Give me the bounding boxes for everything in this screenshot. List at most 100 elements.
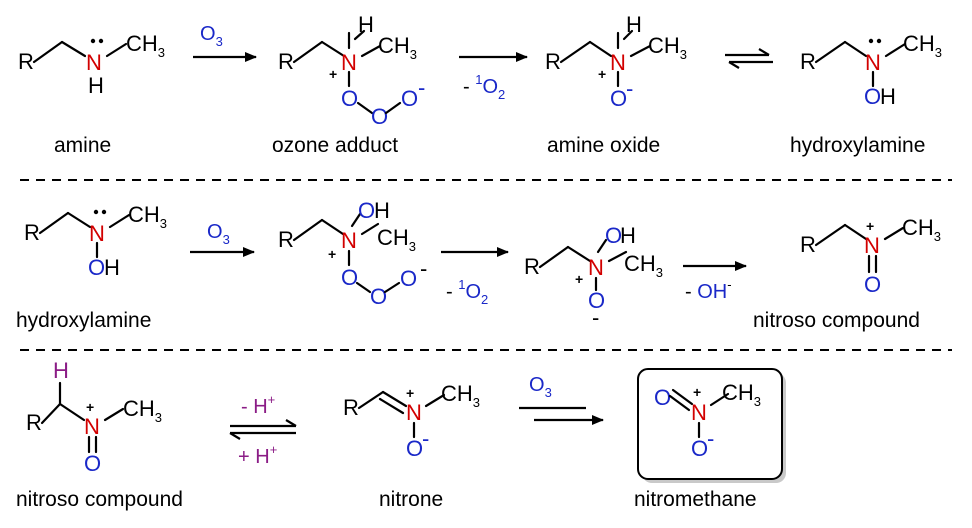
svg-text:CH3: CH3 bbox=[722, 380, 761, 409]
svg-text:+: + bbox=[329, 66, 337, 82]
svg-text:N: N bbox=[341, 228, 357, 253]
label-nitrone: nitrone bbox=[379, 488, 443, 511]
svg-text:H: H bbox=[53, 358, 69, 383]
amine-structure: R N CH3 H bbox=[18, 31, 165, 98]
label-nitroso-compound-row2: nitroso compound bbox=[753, 309, 920, 332]
svg-text:O: O bbox=[691, 436, 708, 461]
svg-text:O: O bbox=[341, 265, 358, 290]
svg-text:CH3: CH3 bbox=[377, 225, 416, 254]
label-nitromethane: nitromethane bbox=[634, 488, 757, 511]
hydrogen-atom: H bbox=[88, 73, 104, 98]
svg-text:O: O bbox=[610, 86, 627, 111]
svg-text:CH3: CH3 bbox=[648, 33, 687, 62]
svg-text:O: O bbox=[654, 385, 671, 410]
protonation-label: + H+ bbox=[238, 442, 277, 468]
equilibrium-arrow-1 bbox=[725, 48, 773, 69]
product-box bbox=[637, 368, 783, 480]
label-nitroso-compound-row3: nitroso compound bbox=[16, 488, 183, 511]
r-group: R bbox=[18, 49, 34, 74]
svg-text:O: O bbox=[84, 451, 101, 476]
amine-oxide-structure: R N + H CH3 O - bbox=[545, 12, 687, 111]
svg-text:O: O bbox=[588, 288, 605, 313]
svg-text:N: N bbox=[84, 414, 100, 439]
svg-text:+: + bbox=[575, 271, 583, 287]
svg-text:-: - bbox=[592, 305, 599, 330]
svg-text:R: R bbox=[343, 395, 359, 420]
svg-text:N: N bbox=[864, 233, 880, 258]
svg-text:O: O bbox=[406, 436, 423, 461]
svg-text:-: - bbox=[626, 76, 633, 101]
svg-text:O: O bbox=[371, 104, 388, 129]
nitrogen-atom: N bbox=[86, 50, 102, 75]
nitroso-compound-structure-row3: H R N + CH3 O bbox=[26, 358, 162, 476]
nitromethane-structure: O N + CH3 O - bbox=[654, 380, 761, 461]
svg-text:CH3: CH3 bbox=[441, 381, 480, 410]
svg-text:+: + bbox=[406, 385, 414, 401]
svg-text:O: O bbox=[370, 284, 387, 309]
label-hydroxylamine-row2: hydroxylamine bbox=[16, 309, 151, 332]
svg-text:R: R bbox=[800, 232, 816, 257]
nitrone-structure: R N + CH3 O - bbox=[343, 381, 480, 461]
label-ozone-adduct: ozone adduct bbox=[272, 134, 398, 157]
svg-text:O: O bbox=[400, 266, 417, 291]
svg-text:H: H bbox=[880, 84, 896, 109]
svg-text:+: + bbox=[866, 218, 874, 234]
svg-text:H: H bbox=[626, 12, 642, 37]
svg-text:N: N bbox=[610, 50, 626, 75]
svg-text:CH3: CH3 bbox=[903, 31, 942, 60]
svg-text:+: + bbox=[598, 66, 606, 82]
svg-text:O: O bbox=[341, 86, 358, 111]
methyl-group: CH3 bbox=[126, 31, 165, 60]
nitroso-compound-structure: R N + CH3 O bbox=[800, 215, 941, 297]
svg-text:O: O bbox=[88, 255, 105, 280]
svg-text:N: N bbox=[691, 400, 707, 425]
svg-text:CH3: CH3 bbox=[378, 33, 417, 62]
svg-text:CH3: CH3 bbox=[123, 396, 162, 425]
svg-text:-: - bbox=[418, 75, 425, 100]
svg-text:R: R bbox=[800, 49, 816, 74]
label-amine-oxide: amine oxide bbox=[547, 134, 660, 157]
svg-text:O: O bbox=[864, 272, 881, 297]
svg-text:R: R bbox=[24, 220, 40, 245]
svg-text:R: R bbox=[524, 254, 540, 279]
svg-text:N: N bbox=[341, 50, 357, 75]
svg-text:N: N bbox=[89, 221, 105, 246]
loss-singlet-oxygen-row2: - 1O2 bbox=[446, 277, 488, 307]
svg-text:R: R bbox=[278, 49, 294, 74]
reagent-ozone-row3: O3 bbox=[529, 374, 552, 400]
svg-text:R: R bbox=[545, 49, 561, 74]
reagent-ozone: O3 bbox=[200, 23, 223, 49]
ozone-adduct-structure: R N + H CH3 O O O - bbox=[278, 12, 425, 129]
hydroxylamine-structure-row2: R N CH3 O H bbox=[24, 202, 167, 280]
svg-text:O: O bbox=[401, 86, 418, 111]
equilibrium-arrow-proton bbox=[229, 419, 297, 440]
reagent-ozone-row2: O3 bbox=[207, 221, 230, 247]
svg-text:CH3: CH3 bbox=[624, 251, 663, 280]
label-amine: amine bbox=[54, 134, 111, 157]
svg-text:+: + bbox=[693, 384, 701, 400]
svg-text:N: N bbox=[865, 50, 881, 75]
loss-singlet-oxygen: - 1O2 bbox=[463, 72, 505, 102]
hydroxylamine-ozone-adduct-structure: R N + O H CH3 O O O - bbox=[278, 198, 427, 309]
svg-text:H: H bbox=[358, 12, 374, 37]
svg-text:R: R bbox=[26, 410, 42, 435]
svg-text:CH3: CH3 bbox=[902, 215, 941, 244]
hydroxylamine-structure: R N CH3 O H bbox=[800, 31, 942, 109]
svg-text:N: N bbox=[406, 400, 422, 425]
svg-text:CH3: CH3 bbox=[128, 202, 167, 231]
svg-text:N: N bbox=[588, 255, 604, 280]
svg-text:+: + bbox=[86, 399, 94, 415]
svg-text:H: H bbox=[620, 223, 636, 248]
svg-text:-: - bbox=[420, 256, 427, 281]
svg-text:+: + bbox=[328, 246, 336, 262]
svg-text:O: O bbox=[605, 223, 622, 248]
svg-text:R: R bbox=[278, 227, 294, 252]
svg-text:O: O bbox=[864, 84, 881, 109]
hydroxylamine-oxide-structure: R N + O H CH3 O - bbox=[524, 223, 663, 330]
svg-text:-: - bbox=[707, 426, 714, 451]
label-hydroxylamine: hydroxylamine bbox=[790, 134, 925, 157]
svg-text:O: O bbox=[358, 198, 375, 223]
svg-text:-: - bbox=[422, 426, 429, 451]
deprotonation-label: - H+ bbox=[241, 392, 275, 418]
